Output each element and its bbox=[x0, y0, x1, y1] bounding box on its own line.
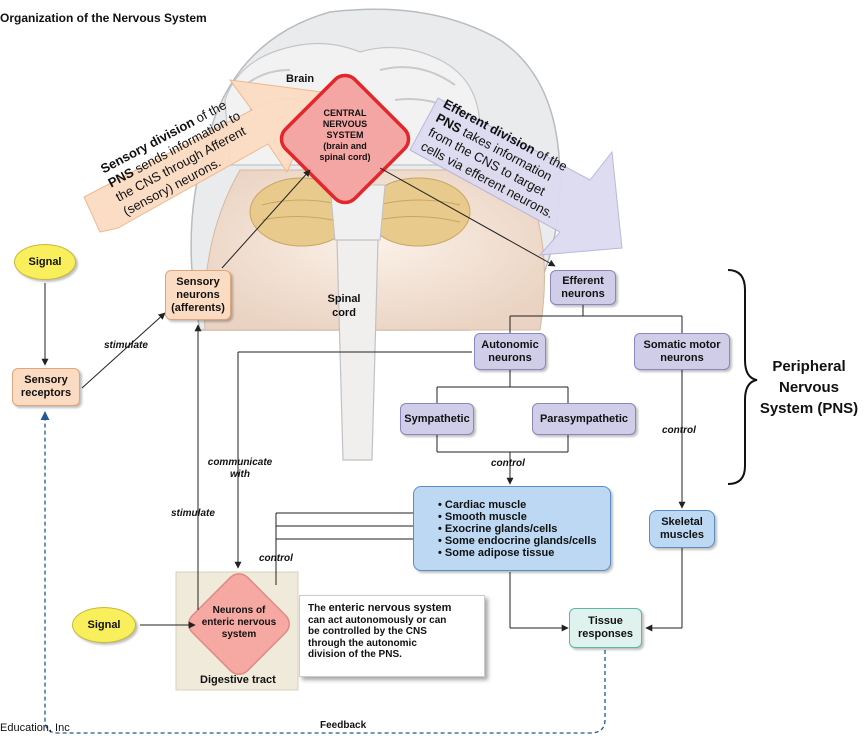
cns-line4: (brain and bbox=[323, 141, 367, 151]
cns-line1: CENTRAL bbox=[323, 108, 367, 118]
enteric-note-line3: be controlled by the CNS bbox=[308, 626, 427, 637]
parasympathetic-node: Parasympathetic bbox=[532, 403, 636, 435]
feedback-line bbox=[40, 411, 606, 734]
control-label-right: control bbox=[662, 425, 696, 436]
pns-brace bbox=[727, 269, 758, 485]
enteric-diamond bbox=[188, 573, 290, 675]
enteric-line3: system bbox=[221, 629, 257, 640]
sensory-receptors-line2: receptors bbox=[20, 387, 72, 399]
efferent-neurons-node: Efferent neurons bbox=[550, 270, 616, 305]
enteric-note-pre: The bbox=[308, 603, 329, 614]
pns-label-line2: Nervous bbox=[778, 379, 840, 396]
autonomic-line1: Autonomic bbox=[481, 338, 539, 351]
autonomic-line2: neurons bbox=[488, 351, 532, 364]
signal-top-label: Signal bbox=[28, 255, 62, 268]
efferent-division-arrow bbox=[409, 97, 623, 256]
sensory-neurons-line1: Sensory bbox=[176, 275, 220, 288]
pns-label-line3: System (PNS) bbox=[759, 400, 859, 417]
parasympathetic-label: Parasympathetic bbox=[539, 412, 629, 425]
control-label-enteric: control bbox=[259, 553, 293, 564]
pns-label: Peripheral Nervous System (PNS) bbox=[754, 356, 864, 419]
stimulate-label-left: stimulate bbox=[171, 508, 215, 519]
connectors bbox=[41, 167, 686, 632]
somatic-line2: neurons bbox=[660, 351, 704, 364]
cns-line5: spinal cord) bbox=[319, 152, 371, 162]
tissue-responses-node: Tissue responses bbox=[569, 608, 642, 648]
control-label-center: control bbox=[491, 458, 525, 469]
enteric-note-line5: division of the PNS. bbox=[308, 649, 402, 660]
sensory-receptors-node: Sensory receptors bbox=[12, 368, 80, 406]
signal-top-node: Signal bbox=[14, 244, 76, 280]
copyright-text: Education, Inc bbox=[0, 722, 70, 734]
efferent-neurons-line2: neurons bbox=[561, 287, 605, 300]
sympathetic-label: Sympathetic bbox=[404, 412, 470, 425]
enteric-line1: Neurons of bbox=[212, 605, 266, 616]
communicate-label: communicate with bbox=[203, 457, 277, 481]
target-tissues-node: Cardiac muscleSmooth muscleExocrine glan… bbox=[413, 486, 611, 571]
communicate-line2: with bbox=[230, 469, 250, 480]
enteric-neurons-label: Neurons of enteric nervous system bbox=[197, 605, 281, 641]
digestive-tract-label: Digestive tract bbox=[200, 674, 276, 686]
sensory-division-arrow bbox=[83, 79, 323, 233]
cns-label: CENTRAL NERVOUS SYSTEM (brain and spinal… bbox=[305, 108, 385, 163]
tissue-line1: Tissue bbox=[588, 615, 623, 627]
target-tissue-item: Cardiac muscle bbox=[438, 499, 597, 511]
spinal-cord-label-line1: Spinal bbox=[327, 293, 361, 305]
sensory-neurons-node: Sensory neurons (afferents) bbox=[165, 270, 231, 320]
communicate-line1: communicate bbox=[207, 457, 273, 468]
head-illustration bbox=[190, 8, 561, 461]
efferent-neurons-line1: Efferent bbox=[562, 274, 604, 287]
enteric-note-box: The enteric nervous system can act auton… bbox=[299, 595, 485, 677]
target-tissues-list: Cardiac muscleSmooth muscleExocrine glan… bbox=[438, 499, 597, 559]
spinal-cord-label-line2: cord bbox=[332, 307, 356, 319]
stimulate-label-top: stimulate bbox=[104, 340, 148, 351]
autonomic-neurons-node: Autonomic neurons bbox=[474, 333, 546, 370]
signal-bottom-label: Signal bbox=[87, 618, 121, 631]
tissue-line2: responses bbox=[577, 628, 634, 640]
signal-bottom-node: Signal bbox=[72, 607, 136, 643]
page-title: Organization of the Nervous System bbox=[0, 11, 207, 25]
pns-label-line1: Peripheral bbox=[772, 358, 846, 375]
spinal-cord-label: Spinal cord bbox=[326, 292, 362, 320]
target-tissue-item: Smooth muscle bbox=[438, 511, 597, 523]
brain-label: Brain bbox=[286, 73, 315, 85]
sensory-receptors-line1: Sensory bbox=[24, 374, 68, 386]
target-tissue-item: Some endocrine glands/cells bbox=[438, 535, 597, 547]
skeletal-line1: Skeletal bbox=[661, 516, 703, 528]
sensory-neurons-line3: (afferents) bbox=[171, 301, 225, 314]
cns-line2: NERVOUS bbox=[322, 119, 368, 129]
skeletal-muscles-node: Skeletal muscles bbox=[649, 510, 715, 548]
somatic-motor-neurons-node: Somatic motor neurons bbox=[634, 333, 730, 370]
sensory-neurons-line2: neurons bbox=[176, 288, 220, 301]
sympathetic-node: Sympathetic bbox=[400, 403, 474, 435]
feedback-label: Feedback bbox=[320, 720, 367, 731]
cns-line3: SYSTEM bbox=[326, 130, 364, 140]
enteric-note-line4: through the autonomic bbox=[308, 637, 417, 649]
skeletal-line2: muscles bbox=[659, 529, 705, 541]
somatic-line1: Somatic motor bbox=[643, 338, 721, 351]
enteric-note-bold: enteric nervous system bbox=[328, 602, 452, 614]
enteric-line2: enteric nervous bbox=[201, 617, 277, 628]
target-tissue-item: Some adipose tissue bbox=[438, 547, 597, 559]
enteric-note-line2: can act autonomously or can bbox=[308, 614, 447, 626]
target-tissue-item: Exocrine glands/cells bbox=[438, 523, 597, 535]
